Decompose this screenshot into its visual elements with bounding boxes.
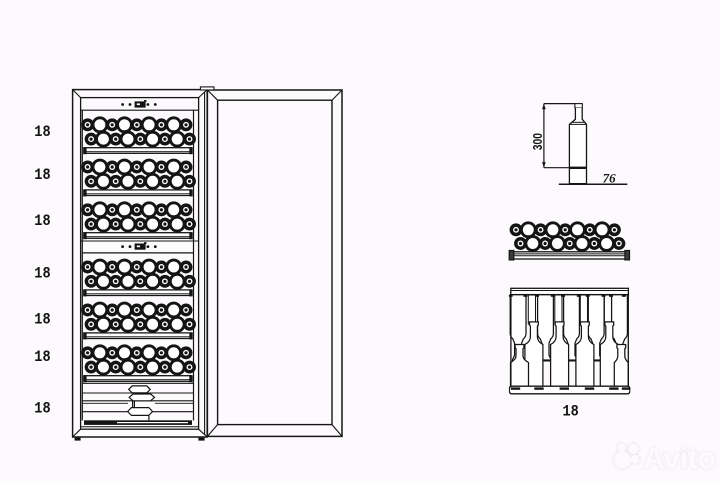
svg-text:18: 18 bbox=[34, 266, 50, 283]
svg-text:18: 18 bbox=[34, 213, 50, 230]
svg-text:Avito: Avito bbox=[643, 442, 716, 476]
svg-text:18: 18 bbox=[34, 124, 50, 141]
svg-text:76: 76 bbox=[603, 171, 617, 186]
svg-text:18: 18 bbox=[34, 312, 50, 329]
svg-text:18: 18 bbox=[34, 167, 50, 184]
svg-text:18: 18 bbox=[34, 349, 50, 366]
svg-text:Avito: Avito bbox=[643, 442, 716, 476]
svg-text:18: 18 bbox=[563, 403, 579, 420]
svg-text:18: 18 bbox=[34, 400, 50, 417]
svg-text:300: 300 bbox=[532, 133, 545, 150]
